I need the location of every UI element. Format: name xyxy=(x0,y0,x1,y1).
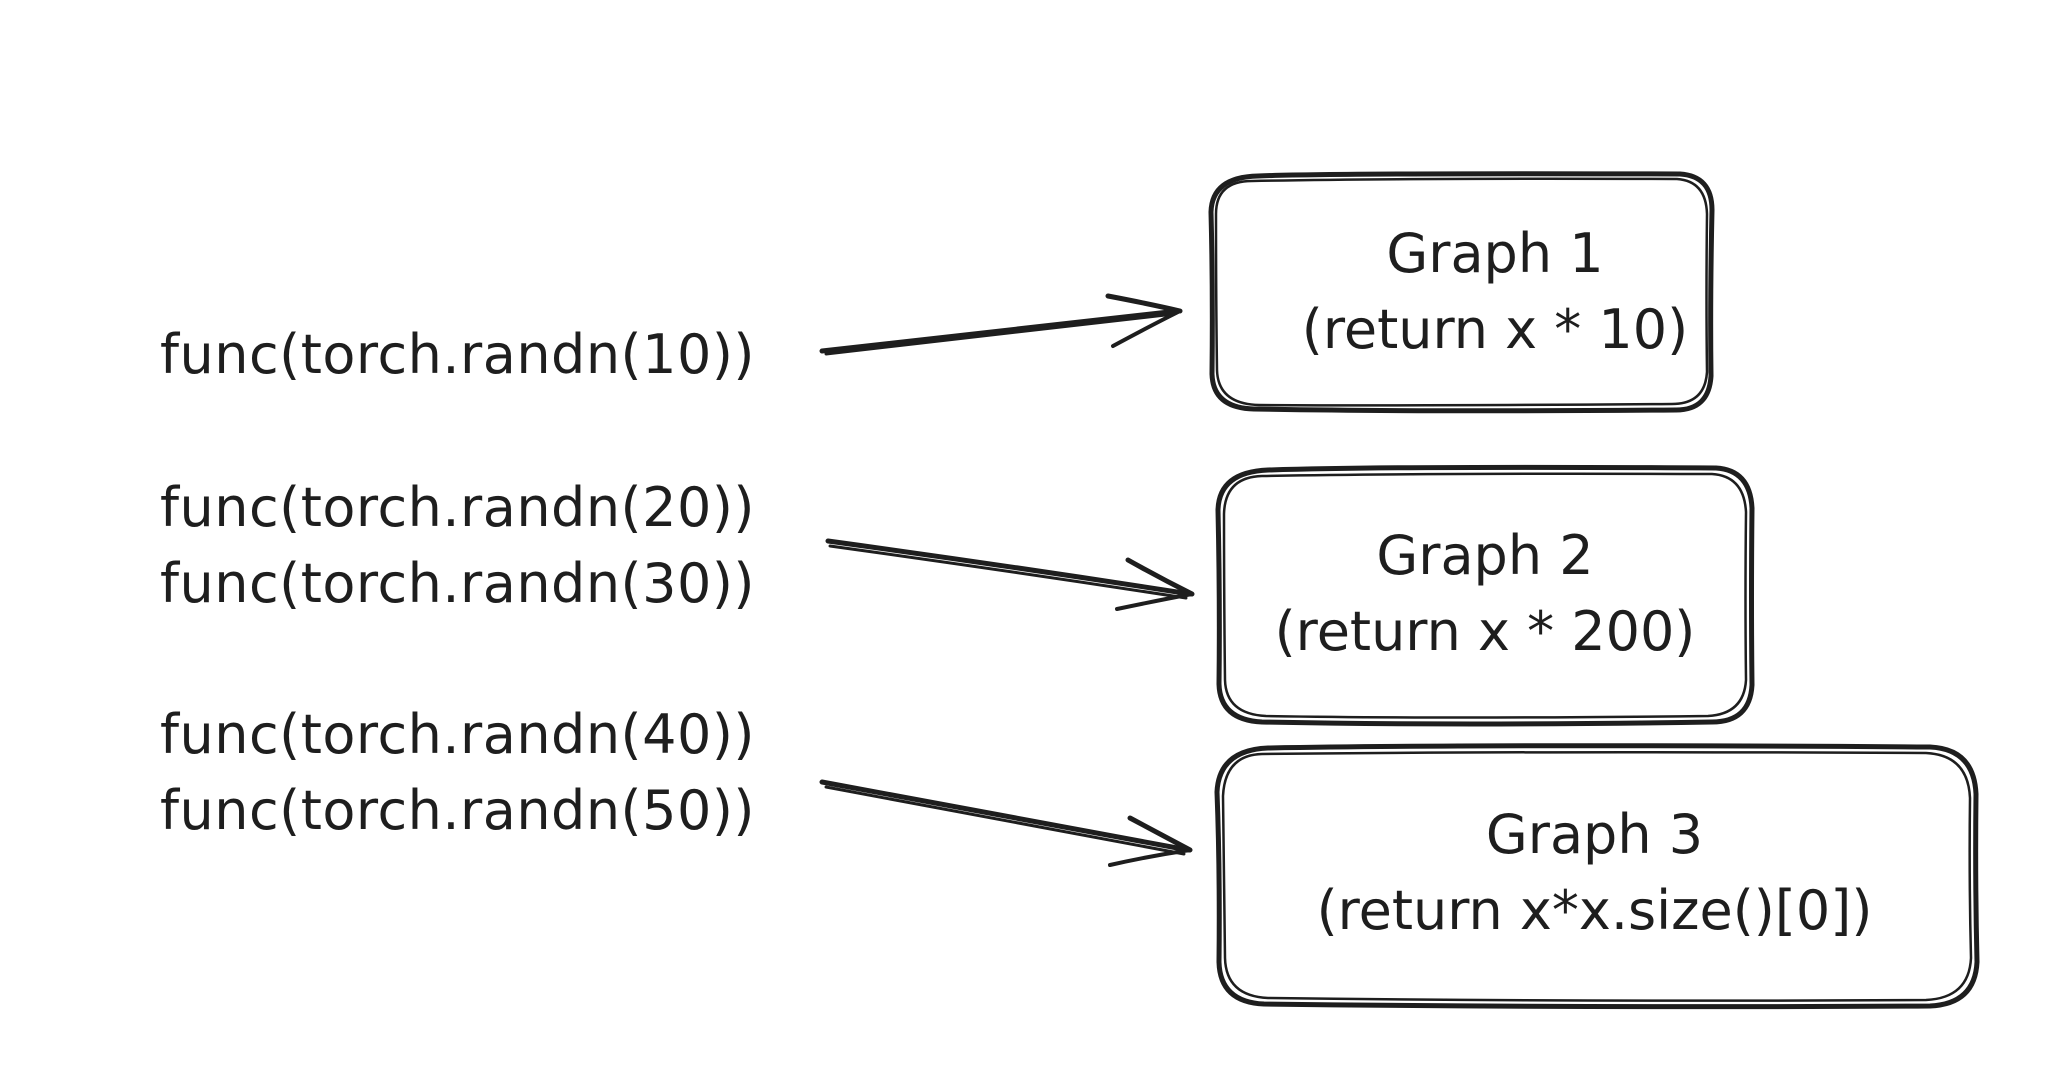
graph-3-box xyxy=(1214,743,1980,1010)
call-group-2: func(torch.randn(20)) func(torch.randn(3… xyxy=(160,470,755,622)
arrow-to-graph-2 xyxy=(825,538,1195,611)
call-line: func(torch.randn(40)) xyxy=(160,703,755,766)
call-group-1: func(torch.randn(10)) xyxy=(160,317,755,393)
graph-title: Graph 3 xyxy=(1485,803,1704,866)
graph-2-box xyxy=(1215,464,1755,727)
graph-body: (return x * 200) xyxy=(1274,600,1696,663)
call-line: func(torch.randn(50)) xyxy=(160,779,755,842)
graph-title: Graph 2 xyxy=(1376,524,1594,587)
arrow-to-graph-3 xyxy=(819,779,1193,867)
arrow-to-graph-1 xyxy=(819,293,1183,356)
graph-body: (return x*x.size()[0]) xyxy=(1316,879,1873,942)
call-line: func(torch.randn(30)) xyxy=(160,552,755,615)
call-group-3: func(torch.randn(40)) func(torch.randn(5… xyxy=(160,697,755,849)
graph-1-label: Graph 1 (return x * 10) xyxy=(1210,216,1780,368)
call-line: func(torch.randn(20)) xyxy=(160,476,755,539)
graph-3-label: Graph 3 (return x*x.size()[0]) xyxy=(1217,797,1972,949)
graph-title: Graph 1 xyxy=(1386,222,1604,285)
graph-2-label: Graph 2 (return x * 200) xyxy=(1220,518,1750,670)
call-line: func(torch.randn(10)) xyxy=(160,323,755,386)
graph-body: (return x * 10) xyxy=(1301,298,1689,361)
graph-1-box xyxy=(1208,171,1715,414)
